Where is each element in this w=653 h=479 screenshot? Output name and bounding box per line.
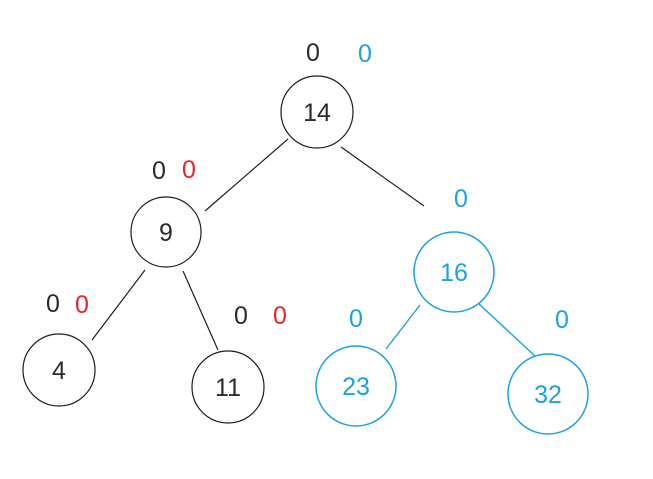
node-16-value: 16 bbox=[440, 259, 468, 287]
annotation-node-16-blue: 0 bbox=[454, 185, 468, 213]
node-23-value: 23 bbox=[342, 373, 370, 401]
annotation-node-11-black: 0 bbox=[234, 302, 248, 330]
edge-node-16-to-node-23 bbox=[385, 304, 421, 350]
node-11-value: 11 bbox=[215, 374, 241, 402]
nodes-layer: 14 9 4 11 16 23 32 bbox=[22, 75, 589, 435]
node-11: 11 bbox=[191, 350, 265, 424]
edge-node-14-to-node-16 bbox=[340, 146, 425, 207]
node-23: 23 bbox=[315, 345, 397, 427]
node-14-value: 14 bbox=[303, 99, 331, 127]
node-23-circle bbox=[315, 345, 397, 427]
node-4-value: 4 bbox=[52, 357, 66, 385]
annotation-node-4-red: 0 bbox=[75, 291, 89, 319]
edge-node-16-to-node-32 bbox=[477, 302, 537, 358]
node-16-circle bbox=[413, 231, 495, 313]
edge-node-9-to-node-11 bbox=[182, 270, 219, 351]
annotation-node-4-black: 0 bbox=[46, 290, 60, 318]
node-11-circle bbox=[191, 350, 265, 424]
edges-layer bbox=[91, 138, 537, 358]
node-9: 9 bbox=[130, 196, 202, 268]
annotation-node-11-red: 0 bbox=[273, 302, 287, 330]
annotation-node-32-blue: 0 bbox=[555, 306, 569, 334]
node-9-circle bbox=[130, 196, 202, 268]
node-14: 14 bbox=[280, 75, 354, 149]
node-32-value: 32 bbox=[534, 381, 562, 409]
annotation-node-14-black: 0 bbox=[306, 39, 320, 67]
annotation-node-14-blue: 0 bbox=[358, 40, 372, 68]
node-4: 4 bbox=[22, 333, 96, 407]
node-32-circle bbox=[507, 353, 589, 435]
edge-node-9-to-node-4 bbox=[91, 269, 146, 341]
node-32: 32 bbox=[507, 353, 589, 435]
annotation-node-23-blue: 0 bbox=[349, 305, 363, 333]
edge-node-14-to-node-9 bbox=[204, 138, 289, 212]
node-4-circle bbox=[22, 333, 96, 407]
annotation-node-9-red: 0 bbox=[182, 156, 196, 184]
annotation-node-9-black: 0 bbox=[152, 157, 166, 185]
node-9-value: 9 bbox=[159, 219, 173, 247]
node-14-circle bbox=[280, 75, 354, 149]
node-16: 16 bbox=[413, 231, 495, 313]
